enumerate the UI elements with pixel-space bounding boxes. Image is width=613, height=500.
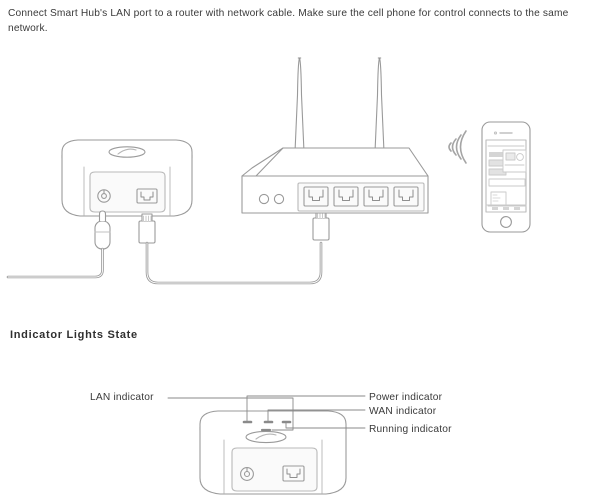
hub-logo-icon (108, 146, 146, 158)
wan-leader-line (267, 409, 366, 423)
router-led-1 (258, 193, 270, 205)
phone-home-button (500, 216, 512, 228)
hub-lan-port (136, 188, 158, 204)
callout-label-power-indicator: Power indicator (369, 392, 443, 403)
indicator-hub-device (199, 410, 347, 495)
wifi-signal-icon (448, 130, 467, 164)
router-lan-ports (303, 186, 419, 207)
ethernet-cable (138, 210, 330, 285)
router-led-2 (273, 193, 285, 205)
smartphone-device (481, 121, 531, 233)
hub-logo-icon (245, 430, 287, 444)
callout-leader-lines (167, 395, 366, 431)
power-cable (6, 210, 111, 279)
running-leader-line (285, 421, 366, 429)
router-antenna-left (294, 57, 305, 153)
smart-hub-device (61, 139, 193, 217)
phone-screen-ui (485, 145, 527, 210)
page-title: Indicator Lights State (10, 329, 138, 341)
callout-label-wan-indicator: WAN indicator (369, 406, 437, 417)
intro-instruction-text: Connect Smart Hub's LAN port to a router… (8, 8, 569, 34)
hub-power-jack (97, 189, 111, 203)
hub-power-jack (240, 467, 254, 481)
callout-label-running-indicator: Running indicator (369, 424, 452, 435)
hub-lan-port (282, 465, 305, 482)
power-leader-line (246, 395, 366, 423)
router-device (241, 57, 429, 214)
router-antenna-right (374, 57, 385, 153)
lan-leader-line (167, 397, 294, 431)
callout-label-lan-indicator: LAN indicator (90, 392, 154, 403)
